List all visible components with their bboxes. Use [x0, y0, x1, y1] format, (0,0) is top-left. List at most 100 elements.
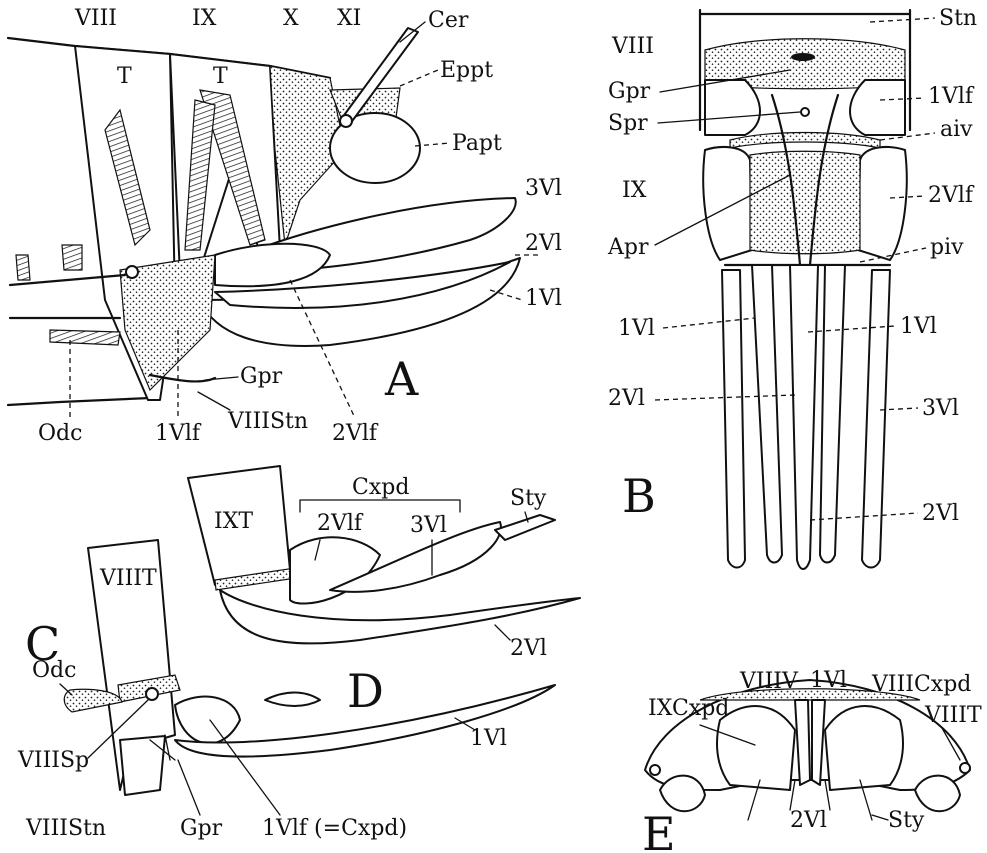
cd-lens-shape	[265, 693, 320, 707]
b-gonopore-dark	[791, 53, 815, 61]
cd-letter-d: D	[347, 664, 384, 718]
cd-spiracle	[146, 688, 158, 700]
cd-1vlf	[175, 697, 240, 744]
e-spiracle-left	[650, 765, 660, 775]
e-label-1vl: 1Vl	[810, 668, 847, 693]
b-label-2vl-bottom: 2Vl	[922, 501, 959, 526]
b-spermathecal-pore	[801, 108, 809, 116]
b-anterior-intervalvula	[730, 133, 880, 149]
a-seg-viii: VIII	[74, 6, 117, 31]
cd-label-sty: Sty	[510, 486, 547, 511]
cd-label-1vlf: 1Vlf (=Cxpd)	[262, 816, 407, 841]
e-spiracle-right	[960, 763, 970, 773]
e-2vl-stems	[790, 780, 830, 810]
b-valvifer-2-left	[703, 147, 752, 260]
b-label-apr: Apr	[607, 235, 649, 260]
a-ventral-outline	[8, 398, 150, 405]
cd-label-2vlf: 2Vlf	[317, 511, 364, 536]
panel-a: VIII IX X XI T T Cer Eppt Papt 3Vl 2Vl 1…	[8, 6, 562, 446]
a-valvifer-2	[215, 244, 330, 287]
b-label-aiv: aiv	[940, 117, 973, 142]
panel-cd: Cxpd Sty IXT 2Vlf 3Vl VIIIT 2Vl C D Odc …	[17, 466, 580, 841]
b-3vl-right	[862, 270, 890, 568]
cd-stylus	[495, 515, 555, 540]
cd-label-ixt: IXT	[214, 509, 253, 534]
b-label-3vl: 3Vl	[922, 396, 959, 421]
a-label-2vlf: 2Vlf	[332, 421, 379, 446]
cd-label-gpr: Gpr	[180, 816, 223, 841]
e-letter: E	[642, 807, 676, 853]
panel-b: Stn VIII Gpr Spr 1Vlf aiv IX 2Vlf Apr pi…	[607, 6, 977, 569]
a-tergite-label-1: T	[117, 64, 132, 89]
a-label-viiistn: VIIIStn	[227, 409, 308, 434]
b-letter: B	[622, 469, 656, 523]
a-label-eppt: Eppt	[440, 58, 493, 83]
e-label-viiiv: VIIIV	[739, 669, 799, 694]
b-valvifer-1-left	[705, 80, 760, 135]
a-seg-ix: IX	[192, 6, 217, 31]
a-label-1vl: 1Vl	[525, 286, 562, 311]
a-label-2vl: 2Vl	[525, 231, 562, 256]
cd-leader-gpr	[178, 760, 200, 815]
cd-label-2vl: 2Vl	[510, 636, 547, 661]
a-label-odc: Odc	[38, 421, 82, 446]
a-seg-x: X	[283, 6, 299, 31]
a-muscle-small-2	[62, 245, 82, 270]
e-lobe-left	[660, 776, 705, 812]
cd-label-3vl: 3Vl	[410, 513, 447, 538]
cd-label-odc: Odc	[32, 658, 76, 683]
b-label-2vl-left: 2Vl	[608, 386, 645, 411]
e-label-sty: Sty	[888, 808, 925, 833]
b-seg-viii: VIII	[611, 34, 654, 59]
a-seg-xi: XI	[337, 6, 361, 31]
a-letter: A	[384, 352, 419, 406]
b-valvifer-1-right	[850, 80, 905, 135]
cd-label-cxpd: Cxpd	[352, 475, 409, 500]
e-label-2vl: 2Vl	[790, 808, 827, 833]
b-leader-stn	[870, 18, 935, 22]
cd-label-viiisp: VIIISp	[17, 748, 89, 773]
a-label-cer: Cer	[428, 8, 469, 33]
a-label-gpr: Gpr	[240, 364, 283, 389]
b-label-1vl-left: 1Vl	[618, 316, 655, 341]
a-muscle-small-1	[16, 255, 30, 280]
b-label-stn: Stn	[939, 6, 977, 31]
a-leader-eppt	[400, 70, 438, 86]
b-seg-ix: IX	[622, 178, 647, 203]
b-1vl-left	[752, 265, 782, 563]
cd-leader-1vlf	[210, 720, 280, 815]
a-leader-gpr	[205, 377, 238, 380]
b-label-1vlf: 1Vlf	[928, 84, 975, 109]
e-lobe-right	[915, 776, 960, 812]
e-label-viiicxpd: VIIICxpd	[871, 672, 971, 697]
a-tergite-label-2: T	[213, 64, 228, 89]
cd-label-viiit: VIIIT	[99, 566, 157, 591]
b-2vl	[790, 265, 818, 569]
cd-sternum-viii	[120, 736, 165, 795]
b-label-1vl-right: 1Vl	[900, 314, 937, 339]
panel-e: VIIIV 1Vl VIIICxpd IXCxpd VIIIT E 2Vl St…	[642, 668, 982, 853]
a-oviduct	[50, 330, 120, 345]
a-leader-viiistn	[198, 392, 230, 410]
b-valvifer-2-right	[858, 147, 907, 260]
b-label-2vlf: 2Vlf	[928, 183, 975, 208]
e-label-viiit: VIIIT	[924, 703, 982, 728]
b-label-gpr: Gpr	[608, 79, 651, 104]
cd-leader-2vl	[495, 625, 510, 640]
b-3vl-left	[722, 270, 745, 568]
e-label-ixcxpd: IXCxpd	[648, 696, 729, 721]
a-label-3vl: 3Vl	[525, 176, 562, 201]
e-leader-sty	[872, 815, 888, 820]
b-venter-ix	[750, 151, 860, 254]
b-label-piv: piv	[930, 235, 964, 260]
e-ixcxpd-right	[825, 706, 903, 790]
cd-2vlf	[290, 537, 380, 603]
a-cercus-base	[340, 115, 352, 127]
cd-label-viiistn: VIIIStn	[25, 816, 106, 841]
a-label-papt: Papt	[452, 131, 502, 156]
a-spiracle	[126, 266, 138, 278]
b-label-spr: Spr	[608, 111, 648, 136]
a-label-1vlf: 1Vlf	[155, 421, 202, 446]
